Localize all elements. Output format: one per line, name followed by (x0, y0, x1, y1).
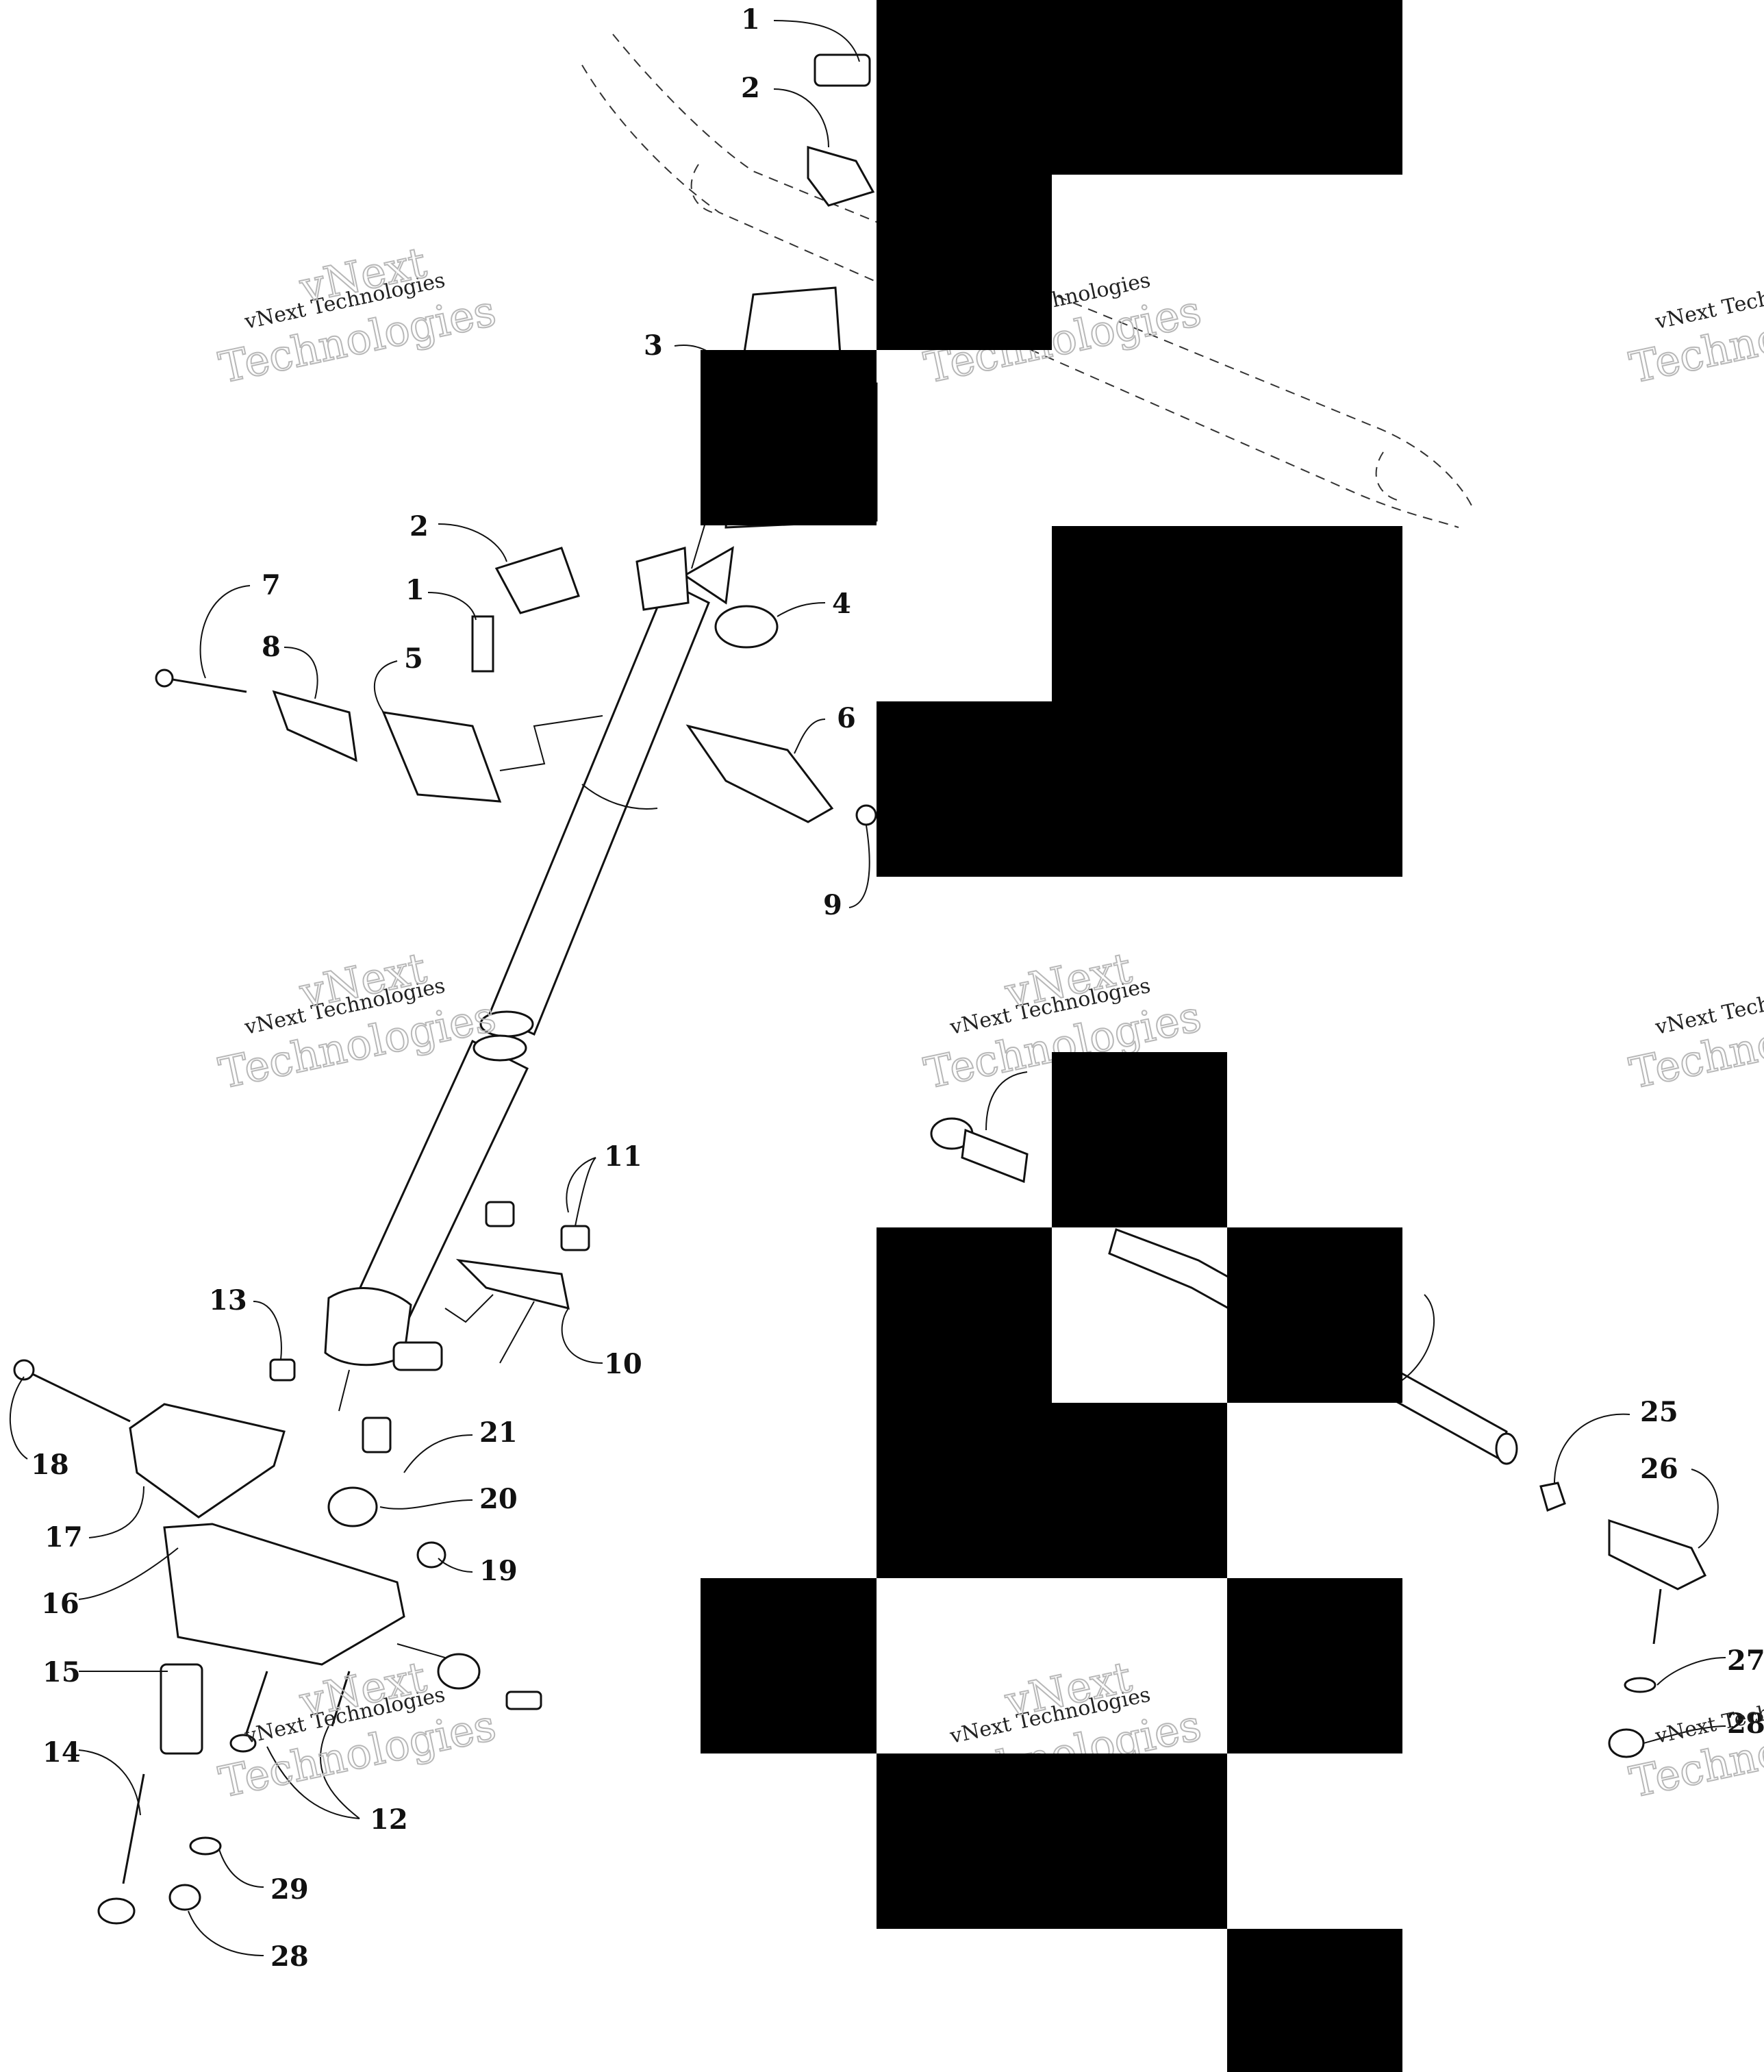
callout-26: 26 (1640, 1453, 1678, 1485)
callout-16: 16 (41, 1588, 79, 1620)
redaction-block (877, 0, 1402, 175)
redaction-block (877, 701, 1402, 877)
callout-6: 6 (837, 702, 856, 734)
callout-2-top: 2 (741, 72, 760, 104)
steering-column (324, 546, 734, 1412)
callout-21: 21 (479, 1416, 518, 1449)
redaction-block (877, 1227, 1052, 1403)
callout-11: 11 (604, 1140, 642, 1173)
leader-lines (9, 20, 1726, 1956)
redaction-blocks (701, 0, 1402, 2072)
callout-9: 9 (823, 889, 842, 921)
callout-25: 25 (1640, 1396, 1678, 1428)
callout-19: 19 (479, 1555, 518, 1587)
callout-10: 10 (604, 1348, 642, 1380)
callout-7: 7 (262, 569, 281, 601)
callout-5: 5 (404, 642, 423, 675)
callout-20: 20 (479, 1483, 518, 1515)
redaction-block (1227, 1929, 1402, 2072)
redaction-block (1052, 1052, 1227, 1227)
callout-27: 27 (1727, 1645, 1764, 1677)
redaction-block (877, 175, 1052, 350)
redaction-block (1227, 1227, 1402, 1403)
callout-17: 17 (45, 1521, 83, 1553)
redaction-block (877, 1753, 1227, 1929)
callout-numbers: 1 2 3 2 1 7 8 5 4 6 9 11 10 13 18 17 21 … (31, 3, 1764, 1973)
handlebar-outline (581, 34, 1473, 528)
callout-8: 8 (262, 631, 281, 663)
callout-3: 3 (644, 329, 663, 362)
callout-1-mid: 1 (405, 574, 425, 606)
redaction-block (701, 350, 877, 525)
redaction-block (701, 1578, 877, 1753)
redaction-block (1052, 526, 1402, 701)
callout-12: 12 (370, 1803, 408, 1836)
callout-13: 13 (209, 1284, 247, 1316)
callout-15: 15 (42, 1656, 81, 1688)
callout-2-mid: 2 (410, 510, 429, 542)
redaction-block (1227, 1578, 1402, 1753)
callout-28-right: 28 (1727, 1708, 1764, 1740)
callout-28-left: 28 (270, 1940, 309, 1973)
callout-4: 4 (832, 588, 851, 620)
bracket-assembly-lower (13, 1201, 590, 1925)
callout-14: 14 (42, 1736, 81, 1769)
redaction-block (877, 1403, 1227, 1578)
callout-29: 29 (270, 1873, 309, 1906)
callout-18: 18 (31, 1449, 69, 1481)
callout-1-top: 1 (741, 3, 760, 36)
bracket-assembly-upper (155, 669, 877, 826)
